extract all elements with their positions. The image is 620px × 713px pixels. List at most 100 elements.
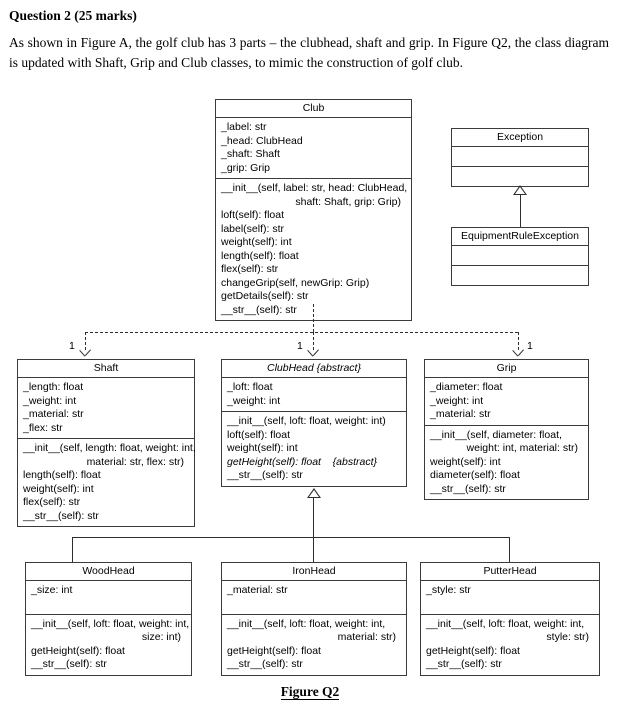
operation-row: weight(self): int xyxy=(23,482,94,495)
generalization-arrow-clubhead xyxy=(307,488,321,498)
generalization-arrow-exception xyxy=(513,185,527,195)
attribute-row: _length: float xyxy=(23,381,84,393)
attribute-row: _weight: int xyxy=(430,394,484,407)
generalization-line-horizontal xyxy=(72,537,509,538)
class-attributes-equipment-rule-exception xyxy=(452,246,588,266)
class-name-shaft: Shaft xyxy=(18,360,194,378)
operation-row: length(self): float xyxy=(23,469,101,481)
figure-caption-text: Figure Q2 xyxy=(280,684,340,700)
figure-caption: Figure Q2 xyxy=(0,684,620,700)
operation-row: __str__(self): str xyxy=(227,469,303,481)
class-name-ironhead: IronHead xyxy=(222,563,406,581)
dependency-line-shaft xyxy=(85,332,86,350)
attribute-row: _weight: int xyxy=(23,394,77,407)
class-name-clubhead: ClubHead {abstract} xyxy=(222,360,406,378)
dependency-line-club-stem xyxy=(313,304,314,332)
class-name-club: Club xyxy=(216,100,411,118)
operation-row: __str__(self): str xyxy=(221,303,297,316)
operation-row: getHeight(self): float xyxy=(227,644,321,657)
question-title: Question 2 (25 marks) xyxy=(9,8,137,23)
multiplicity-grip: 1 xyxy=(527,340,533,352)
attribute-row: _head: ClubHead xyxy=(221,134,303,147)
class-name-woodhead: WoodHead xyxy=(26,563,191,581)
dependency-arrow-clubhead xyxy=(307,349,319,359)
attribute-row: _material: str xyxy=(430,408,491,420)
class-attributes-ironhead: _material: str xyxy=(222,581,406,615)
operation-row: changeGrip(self, newGrip: Grip) xyxy=(221,276,370,289)
operation-row: flex(self): str xyxy=(23,496,81,508)
operation-row: __init__(self, diameter: float, xyxy=(430,428,562,441)
class-operations-exception xyxy=(452,167,588,186)
attribute-row: _grip: Grip xyxy=(221,161,271,174)
operation-row: flex(self): str xyxy=(221,263,279,275)
class-box-woodhead: WoodHead _size: int __init__(self, loft:… xyxy=(25,562,192,676)
class-operations-ironhead: __init__(self, loft: float, weight: int,… xyxy=(222,615,406,675)
operation-row: weight(self): int xyxy=(430,455,501,468)
class-name-putterhead: PutterHead xyxy=(421,563,599,581)
generalization-line-exception xyxy=(520,195,521,227)
attribute-row: _shaft: Shaft xyxy=(221,148,280,160)
operation-row: length(self): float xyxy=(221,249,299,262)
operation-row: __init__(self, label: str, head: ClubHea… xyxy=(221,182,408,194)
operation-row: __init__(self, loft: float, weight: int, xyxy=(227,617,386,630)
class-operations-equipment-rule-exception xyxy=(452,266,588,285)
attribute-row: _size: int xyxy=(31,584,73,596)
class-attributes-woodhead: _size: int xyxy=(26,581,191,615)
operation-row: getDetails(self): str xyxy=(221,290,309,302)
class-operations-clubhead: __init__(self, loft: float, weight: int)… xyxy=(222,412,406,486)
class-name-equipment-rule-exception: EquipmentRuleException xyxy=(452,228,588,246)
operation-row-cont: material: str) xyxy=(337,631,396,643)
attribute-row: _weight: int xyxy=(227,394,281,407)
class-attributes-exception xyxy=(452,147,588,167)
attribute-row: _diameter: float xyxy=(430,381,503,393)
attribute-row: _material: str xyxy=(23,408,84,420)
generalization-line-putterhead xyxy=(509,537,510,562)
operation-row-abstract: getHeight(self): float {abstract} xyxy=(227,455,377,468)
class-box-putterhead: PutterHead _style: str __init__(self, lo… xyxy=(420,562,600,676)
class-operations-putterhead: __init__(self, loft: float, weight: int,… xyxy=(421,615,599,675)
multiplicity-clubhead: 1 xyxy=(297,340,303,352)
operation-row: __init__(self, loft: float, weight: int, xyxy=(426,617,585,630)
operation-row: __str__(self): str xyxy=(430,482,506,495)
multiplicity-shaft: 1 xyxy=(69,340,75,352)
question-body: As shown in Figure A, the golf club has … xyxy=(9,35,609,70)
operation-row-cont: shaft: Shaft, grip: Grip) xyxy=(295,195,401,208)
class-attributes-putterhead: _style: str xyxy=(421,581,599,615)
dependency-arrow-shaft xyxy=(79,349,91,359)
class-box-club: Club _label: str _head: ClubHead _shaft:… xyxy=(215,99,412,321)
operation-row: weight(self): int xyxy=(227,442,298,454)
class-attributes-grip: _diameter: float _weight: int _material:… xyxy=(425,378,588,426)
attribute-row: _style: str xyxy=(426,584,471,596)
operation-row: loft(self): float xyxy=(221,209,285,221)
dependency-line-clubhead xyxy=(313,332,314,350)
class-attributes-clubhead: _loft: float _weight: int xyxy=(222,378,406,412)
class-attributes-club: _label: str _head: ClubHead _shaft: Shaf… xyxy=(216,118,411,179)
class-box-shaft: Shaft _length: float _weight: int _mater… xyxy=(17,359,196,527)
class-box-exception: Exception xyxy=(451,128,589,187)
generalization-line-woodhead xyxy=(72,537,73,562)
operation-row-cont: material: str, flex: str) xyxy=(86,455,184,468)
attribute-row: _label: str xyxy=(221,121,267,133)
operation-row-cont: weight: int, material: str) xyxy=(466,442,578,454)
operation-row: __str__(self): str xyxy=(31,658,107,670)
class-box-clubhead: ClubHead {abstract} _loft: float _weight… xyxy=(221,359,407,487)
operation-row: weight(self): int xyxy=(221,236,292,248)
class-operations-club: __init__(self, label: str, head: ClubHea… xyxy=(216,179,411,320)
generalization-line-ironhead xyxy=(313,537,314,562)
dependency-line-grip xyxy=(518,332,519,350)
operation-row-cont: size: int) xyxy=(141,631,181,643)
operation-row: getHeight(self): float xyxy=(31,644,125,657)
class-attributes-shaft: _length: float _weight: int _material: s… xyxy=(18,378,194,439)
operation-row: __init__(self, length: float, weight: in… xyxy=(23,442,196,454)
class-box-grip: Grip _diameter: float _weight: int _mate… xyxy=(424,359,589,500)
operation-row: getHeight(self): float xyxy=(426,644,520,657)
generalization-line-stem xyxy=(313,498,314,537)
class-operations-woodhead: __init__(self, loft: float, weight: int,… xyxy=(26,615,191,675)
class-operations-shaft: __init__(self, length: float, weight: in… xyxy=(18,439,196,526)
class-name-exception: Exception xyxy=(452,129,588,147)
operation-row: loft(self): float xyxy=(227,428,291,441)
operation-row: __str__(self): str xyxy=(426,658,502,670)
operation-row-cont: style: str) xyxy=(546,631,589,643)
operation-row: __str__(self): str xyxy=(227,658,303,670)
